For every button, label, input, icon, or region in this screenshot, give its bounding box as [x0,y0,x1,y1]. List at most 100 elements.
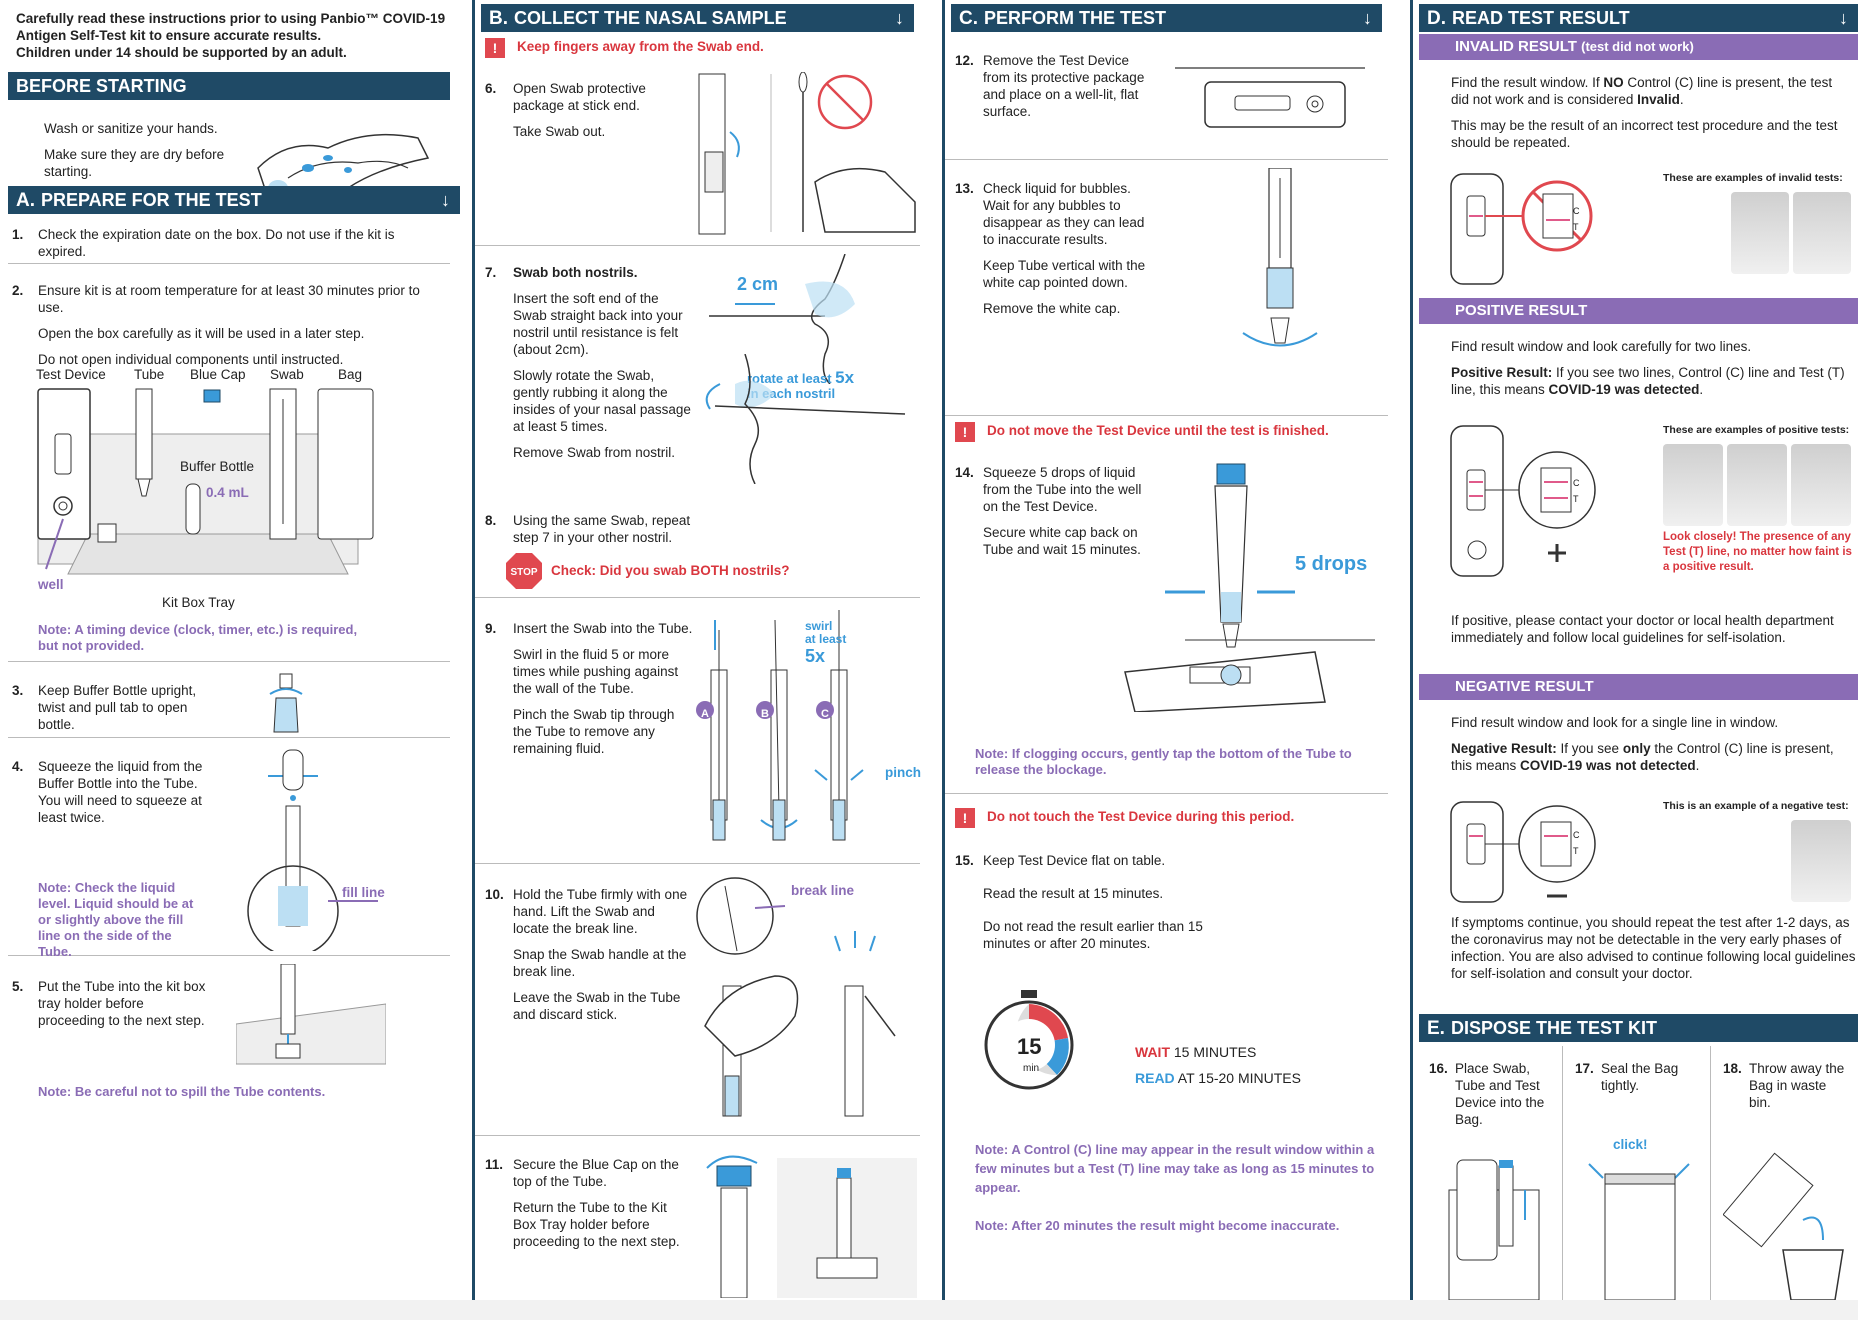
label-buffer-bottle: Buffer Bottle [180,459,255,474]
buffer-bottle-open-illustration [269,673,303,733]
step-13: 13. Check liquid for bubbles. Wait for a… [945,168,1388,416]
label-well: well [38,577,64,592]
label-b: B [761,708,769,720]
nostril-rotate-illustration [705,354,906,484]
step-5: 5. Put the Tube into the kit box tray ho… [8,964,450,1099]
break-line-illustration [696,877,896,1117]
nostril-insert-illustration [709,254,855,384]
step-16: 16. Place Swab, Tube and Test Device int… [1419,1046,1563,1300]
step-12: 12. Remove the Test Device from its prot… [945,40,1388,160]
warn-do-not-move: ! Do not move the Test Device until the … [945,418,1388,446]
before-starting-text: Wash or sanitize your hands. Make sure t… [44,121,225,179]
invalid-t: T [1573,222,1579,232]
tube-in-tray-illustration [236,964,386,1065]
step-17: 17. Seal the Bag tightly. click! [1565,1046,1711,1300]
section-d-header: D.READ TEST RESULT↓ [1419,4,1858,32]
negative-result-header: NEGATIVE RESULT [1419,674,1858,700]
step-1: 1. Check the expiration date on the box.… [8,218,450,264]
label-pinch: pinch [885,765,921,780]
invalid-c: C [1573,206,1580,216]
negative-device-illustration [1450,801,1596,903]
step-10: 10. Hold the Tube firmly with one hand. … [475,872,920,1136]
positive-result-header: POSITIVE RESULT [1419,298,1858,324]
timer-icon [984,990,1074,1090]
read-label: READ AT 15-20 MINUTES [1135,1070,1301,1086]
before-starting-header: BEFORE STARTING [8,72,450,100]
step-15: 15. Keep Test Device flat on table. Read… [955,853,1375,1233]
negative-symptoms-text: If symptoms continue, you should repeat … [1451,915,1856,981]
test-device-illustration [1175,67,1365,128]
step-6: 6. Open Swab protective package at stick… [475,66,920,246]
tube-cap-remove-illustration [1242,168,1318,347]
positive-photo-1 [1663,444,1723,526]
warn-fingers: ! Keep fingers away from the Swab end. [475,34,920,62]
label-2cm: 2 cm [737,274,779,294]
intro-text: Carefully read these instructions prior … [16,11,446,60]
warn-do-not-touch: ! Do not touch the Test Device during th… [945,804,1388,832]
label-tube: Tube [134,367,165,382]
waste-bin-illustration [1723,1152,1844,1300]
positive-examples-label: These are examples of positive tests: [1663,424,1850,436]
kit-components-illustration [37,388,374,575]
invalid-text: Find the result window. If NO Control (C… [1451,75,1838,150]
step-14: 14. Squeeze 5 drops of liquid from the T… [945,452,1388,794]
bag-contents-illustration [1448,1159,1540,1300]
timer-unit: min [1023,1063,1040,1074]
squeeze-bottle-illustration [247,749,378,951]
label-c: C [821,708,829,720]
label-click: click! [1613,1137,1648,1152]
label-blue-cap: Blue Cap [190,367,246,382]
invalid-device-illustration [1450,173,1593,285]
label-swab: Swab [270,367,304,382]
step-4: 4. Squeeze the liquid from the Buffer Bo… [8,746,450,959]
invalid-photo-2 [1793,192,1851,274]
step-2: 2. Ensure kit is at room temperature for… [8,272,450,662]
label-fill-line: fill line [342,885,385,900]
label-kit-box-tray: Kit Box Tray [162,595,235,610]
positive-warning: Look closely! The presence of any Test (… [1663,531,1852,573]
section-e-header: E.DISPOSE THE TEST KIT [1419,1014,1858,1042]
section-a-header: A.PREPARE FOR THE TEST↓ [8,186,460,214]
positive-contact-text: If positive, please contact your doctor … [1451,613,1834,645]
negative-text: Find result window and look for a single… [1451,715,1834,773]
svg-text:STOP: STOP [510,567,537,578]
stop-sign-icon: STOP [506,553,542,589]
label-break-line: break line [791,883,855,898]
positive-photo-3 [1791,444,1851,526]
drops-into-well-illustration [1124,463,1375,712]
stop-check-text: Check: Did you swab BOTH nostrils? [551,563,790,578]
negative-examples-label: This is an example of a negative test: [1663,800,1849,812]
column-perform: C.PERFORM THE TEST↓ 12. Remove the Test … [942,0,1388,1300]
bottom-margin [0,1300,1858,1320]
blue-cap-illustration [706,1155,917,1298]
negative-c: C [1573,830,1580,840]
column-prepare: Carefully read these instructions prior … [0,0,468,1300]
section-b-header: B.COLLECT THE NASAL SAMPLE↓ [481,4,914,32]
invalid-examples-label: These are examples of invalid tests: [1663,172,1843,184]
positive-device-illustration [1450,425,1596,577]
step-18: 18. Throw away the Bag in waste bin. [1713,1046,1858,1300]
step-9: 9. Insert the Swab into the Tube. Swirl … [475,606,921,864]
invalid-result-header: INVALID RESULT (test did not work) [1419,34,1858,60]
label-bag: Bag [338,367,363,382]
positive-t: T [1573,494,1579,504]
timer-number: 15 [1017,1034,1042,1059]
label-5-drops: 5 drops [1295,553,1368,575]
swab-package-illustration [698,72,916,235]
step-7-8: 7. Swab both nostrils. Insert the soft e… [475,254,920,598]
label-test-device: Test Device [36,367,106,382]
step-11: 11. Secure the Blue Cap on the top of th… [475,1144,920,1300]
column-collect: B.COLLECT THE NASAL SAMPLE↓ ! Keep finge… [472,0,921,1300]
label-volume: 0.4 mL [206,485,249,500]
negative-t: T [1573,846,1579,856]
column-read: D.READ TEST RESULT↓ INVALID RESULT (test… [1410,0,1858,1300]
negative-photo [1791,820,1851,902]
positive-photo-2 [1727,444,1787,526]
wait-label: WAIT 15 MINUTES [1135,1044,1257,1060]
label-a: A [701,708,709,720]
positive-c: C [1573,478,1580,488]
sealed-bag-illustration [1588,1163,1690,1300]
section-c-header: C.PERFORM THE TEST↓ [951,4,1382,32]
positive-text: Find result window and look carefully fo… [1451,339,1845,397]
